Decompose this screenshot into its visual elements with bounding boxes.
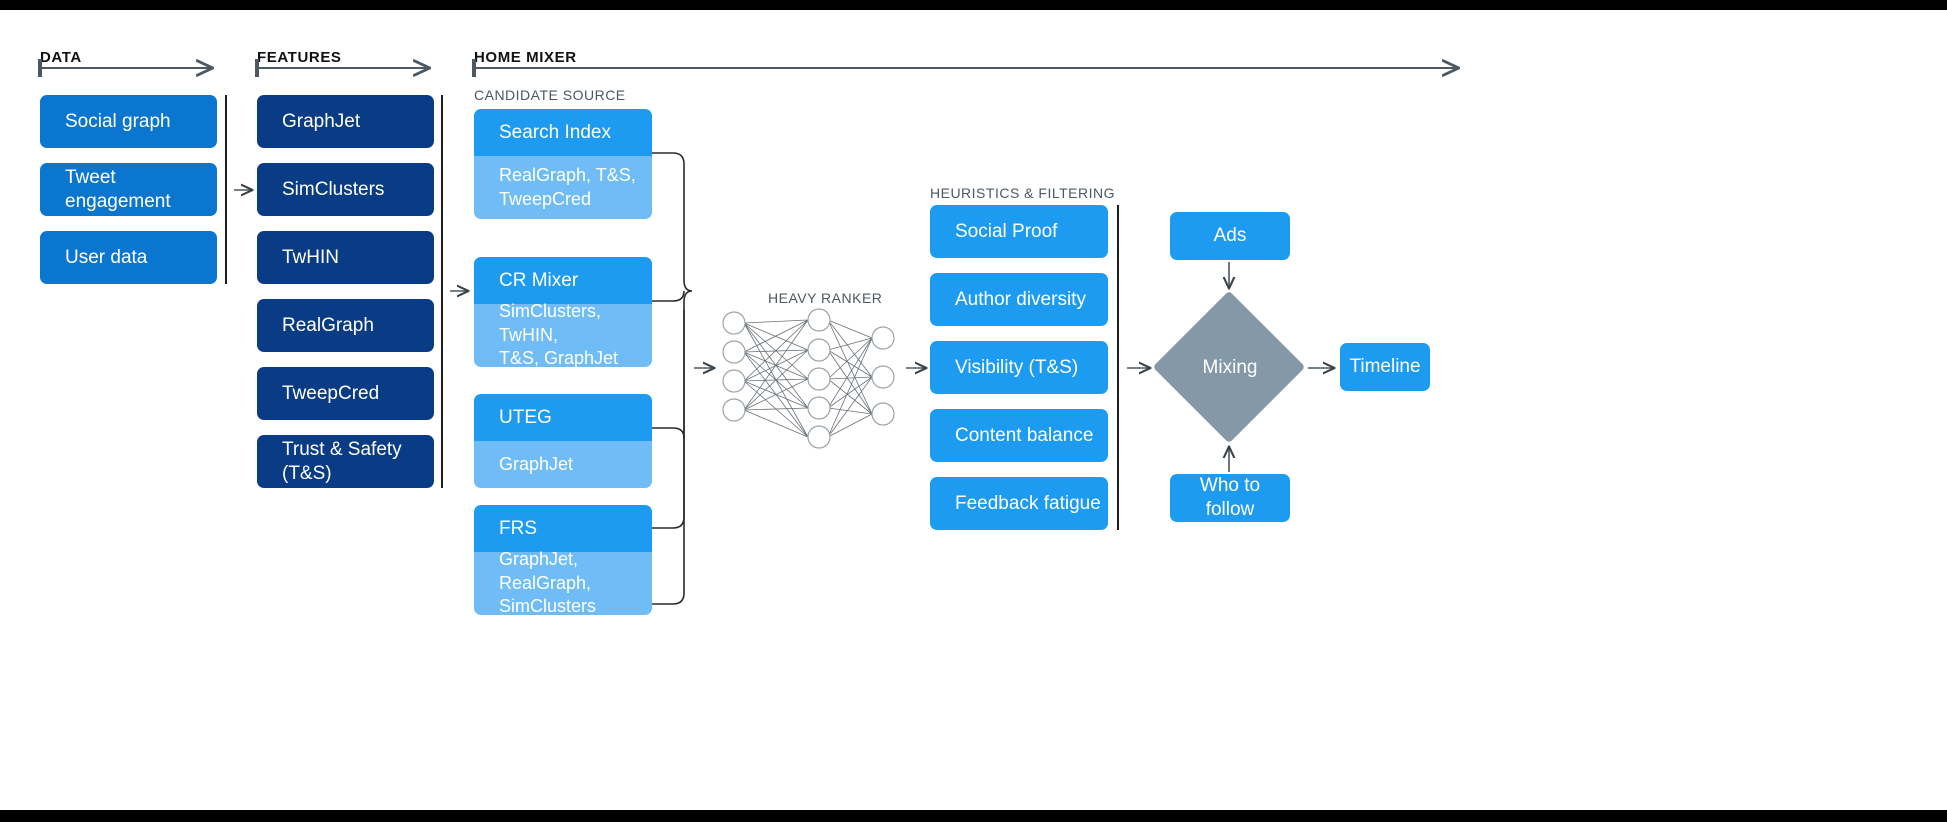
heuristic-box-content-balance[interactable]: Content balance [930,409,1108,462]
heuristic-box-feedback-fatigue[interactable]: Feedback fatigue [930,477,1108,530]
top-black-bar [0,0,1947,10]
candidate-source-bracket-bottom [652,310,685,605]
feature-box-realgraph[interactable]: RealGraph [257,299,434,352]
candidate-source-card-search-index[interactable]: Search Index RealGraph, T&S, TweepCred [474,109,652,219]
data-box-user-data[interactable]: User data [40,231,217,284]
candidate-source-features: SimClusters, TwHIN, T&S, GraphJet [474,301,652,367]
data-box-tweet-engagement[interactable]: Tweet engagement [40,163,217,216]
candidate-source-title: CR Mixer [474,257,652,304]
candidate-source-card-uteg[interactable]: UTEG GraphJet [474,394,652,488]
output-box-label: Timeline [1349,356,1421,378]
candidate-source-bracket-lower [652,427,685,439]
heuristic-box-visibility[interactable]: Visibility (T&S) [930,341,1108,394]
data-box-social-graph[interactable]: Social graph [40,95,217,148]
feature-box-label: GraphJet [282,110,361,132]
subsection-title-candidate-source: CANDIDATE SOURCE [474,87,626,103]
output-box-ads[interactable]: Ads [1170,212,1290,260]
candidate-source-card-frs[interactable]: FRS GraphJet, RealGraph, SimClusters [474,505,652,615]
candidate-source-features: GraphJet [474,441,652,488]
section-title-home-mixer: HOME MIXER [474,49,577,66]
feature-box-tweepcred[interactable]: TweepCred [257,367,434,420]
output-box-timeline[interactable]: Timeline [1340,343,1430,391]
candidate-source-bracket [652,152,693,529]
feature-box-label: Trust & Safety (T&S) [282,438,402,484]
feature-box-label: RealGraph [282,314,374,336]
output-box-label: Who to follow [1199,475,1261,520]
heuristic-box-author-diversity[interactable]: Author diversity [930,273,1108,326]
diagram-canvas: DATA FEATURES HOME MIXER CANDIDATE SOURC… [0,10,1947,810]
candidate-source-title: FRS [474,505,652,552]
subsection-title-heuristics: HEURISTICS & FILTERING [930,185,1115,201]
heuristic-box-label: Visibility (T&S) [955,356,1079,378]
candidate-source-card-cr-mixer[interactable]: CR Mixer SimClusters, TwHIN, T&S, GraphJ… [474,257,652,367]
heuristic-box-social-proof[interactable]: Social Proof [930,205,1108,258]
feature-box-label: TweepCred [282,382,380,404]
output-box-label: Ads [1213,225,1247,247]
heuristic-box-label: Social Proof [955,220,1058,242]
divider-data-features [225,95,227,284]
mixing-diamond-label: Mixing [1202,357,1258,378]
candidate-source-bracket-mid [652,290,685,302]
feature-box-twhin[interactable]: TwHIN [257,231,434,284]
heuristic-box-label: Content balance [955,424,1094,446]
divider-features-homemixer [441,95,443,488]
subsection-title-heavy-ranker: HEAVY RANKER [768,290,883,306]
heuristic-box-label: Author diversity [955,288,1086,310]
data-box-label: Social graph [65,110,171,132]
candidate-source-features: GraphJet, RealGraph, SimClusters [474,549,652,615]
feature-box-label: SimClusters [282,178,385,200]
feature-box-trust-safety[interactable]: Trust & Safety (T&S) [257,435,434,488]
data-box-label: Tweet engagement [65,166,171,212]
candidate-source-title: UTEG [474,394,652,441]
candidate-source-features: RealGraph, T&S, TweepCred [474,156,652,219]
divider-heuristics-mixing [1117,205,1119,530]
output-box-who-to-follow[interactable]: Who to follow [1170,474,1290,522]
feature-box-simclusters[interactable]: SimClusters [257,163,434,216]
feature-box-graphjet[interactable]: GraphJet [257,95,434,148]
heavy-ranker-network [722,308,895,449]
section-title-data: DATA [40,49,82,66]
candidate-source-title: Search Index [474,109,652,156]
data-box-label: User data [65,246,148,268]
section-title-features: FEATURES [257,49,342,66]
bottom-black-bar [0,810,1947,822]
feature-box-label: TwHIN [282,246,339,268]
heuristic-box-label: Feedback fatigue [955,492,1101,514]
